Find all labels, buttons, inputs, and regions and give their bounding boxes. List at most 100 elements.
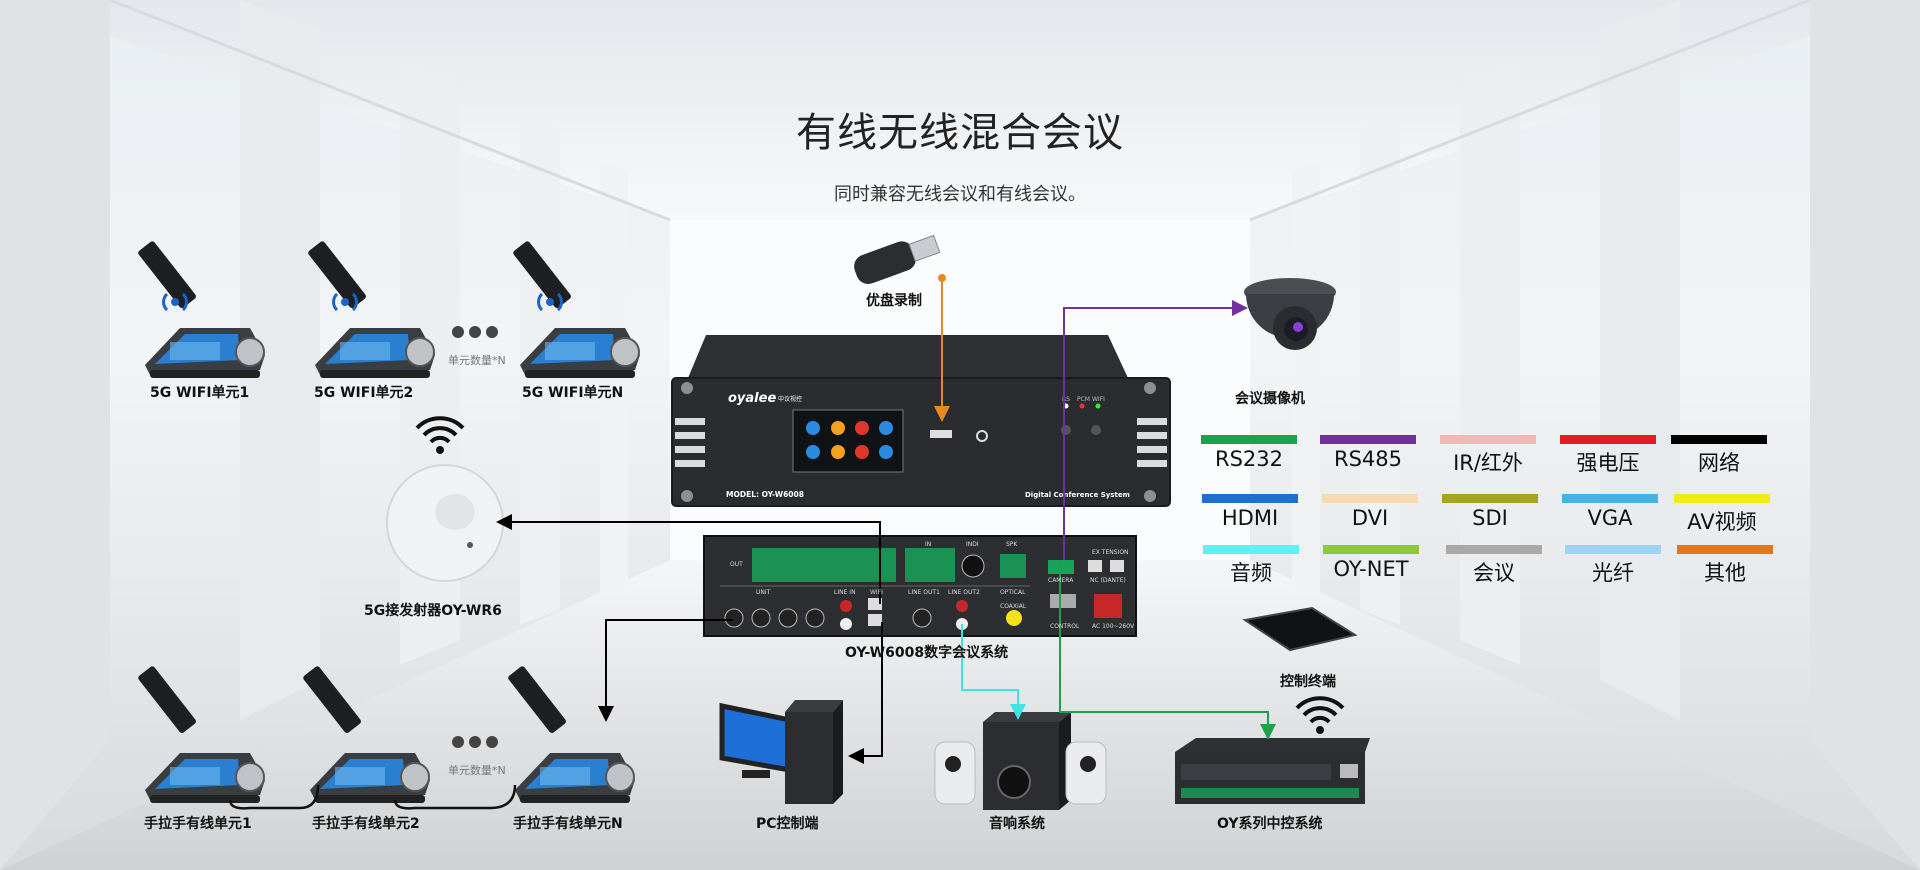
daisy-chain-cable xyxy=(228,784,517,810)
touchscreen-app-icons xyxy=(806,421,893,459)
pc-device xyxy=(719,700,843,804)
usb-stick-device xyxy=(854,234,941,285)
tagline-text: Digital Conference System xyxy=(1025,491,1130,499)
camera-device xyxy=(1244,278,1336,350)
front-led-rs: RS xyxy=(1062,396,1070,403)
legend-item-network: 网络 xyxy=(1671,435,1767,477)
label-transmitter: 5G接发射器OY-WR6 xyxy=(364,603,502,619)
brand-logo-text: oyalee xyxy=(728,391,776,406)
legend-swatch xyxy=(1320,435,1416,444)
legend-label: 音频 xyxy=(1230,561,1272,585)
conference-line-wired xyxy=(598,619,733,722)
wired-unit-1 xyxy=(136,664,266,804)
model-text: MODEL: OY-W6008 xyxy=(726,490,804,499)
legend-label: IR/红外 xyxy=(1453,451,1523,475)
label-wifi-unit-2: 5G WIFI单元2 xyxy=(314,385,414,401)
legend-item-vga: VGA xyxy=(1562,494,1658,530)
wifi-signal-icon xyxy=(1295,696,1345,736)
label-wired-unit-1: 手拉手有线单元1 xyxy=(144,816,252,832)
brand-sub-text: 中议视控 xyxy=(778,395,802,403)
legend-swatch xyxy=(1201,435,1297,444)
label-wifi-unit-n: 5G WIFI单元N xyxy=(522,385,624,401)
legend-item-rs485: RS485 xyxy=(1320,435,1416,471)
network-line-pc xyxy=(848,622,883,764)
wifi-unit-n xyxy=(511,239,641,379)
legend-label: OY-NET xyxy=(1333,557,1409,581)
legend-swatch xyxy=(1323,545,1419,554)
network-line-transmitter xyxy=(496,514,881,604)
wired-unit-2 xyxy=(301,664,431,804)
legend-swatch xyxy=(1677,545,1773,554)
diagram-title: 有线无线混合会议 xyxy=(796,110,1124,156)
legend-swatch xyxy=(1562,494,1658,503)
speaker-system-device xyxy=(934,712,1107,810)
legend-swatch xyxy=(1565,545,1661,554)
legend-item-rs232: RS232 xyxy=(1201,435,1297,471)
legend-label: VGA xyxy=(1587,506,1633,530)
wired-unit-n xyxy=(506,664,636,804)
legend-swatch xyxy=(1203,545,1299,554)
label-camera: 会议摄像机 xyxy=(1235,391,1305,407)
legend-item-ir: IR/红外 xyxy=(1440,435,1536,477)
main-unit-front: RS PCM WIFI oyalee 中议视控 MODEL: OY-W6008 … xyxy=(671,335,1171,507)
legend-item-sdi: SDI xyxy=(1442,494,1538,530)
label-central-control: OY系列中控系统 xyxy=(1217,816,1323,832)
legend-item-power: 强电压 xyxy=(1560,435,1656,477)
wifi-unit-1 xyxy=(136,239,266,379)
front-led-wifi: WIFI xyxy=(1092,396,1105,403)
central-control-device xyxy=(1175,738,1370,804)
rs232-line-central xyxy=(1059,560,1276,740)
legend-item-fiber: 光纤 xyxy=(1565,545,1661,587)
legend-swatch xyxy=(1674,494,1770,503)
label-wifi-unit-1: 5G WIFI单元1 xyxy=(150,385,250,401)
label-pc: PC控制端 xyxy=(756,816,819,832)
ellipsis-dots-bottom-icon xyxy=(452,736,498,748)
legend-label: AV视频 xyxy=(1687,510,1757,534)
legend-item-oynet: OY-NET xyxy=(1323,545,1419,581)
label-wired-unit-n: 手拉手有线单元N xyxy=(513,816,623,832)
label-usb: 优盘录制 xyxy=(866,293,922,309)
legend-swatch xyxy=(1671,435,1767,444)
legend-label: HDMI xyxy=(1221,506,1279,530)
label-unit-count-top: 单元数量*N xyxy=(448,354,506,367)
front-led-pcm: PCM xyxy=(1077,396,1090,403)
legend-swatch xyxy=(1440,435,1536,444)
legend-label: 网络 xyxy=(1698,451,1740,475)
wifi-signal-icon xyxy=(415,416,465,456)
legend-swatch xyxy=(1560,435,1656,444)
label-speakers: 音响系统 xyxy=(989,816,1045,832)
rs485-line-camera xyxy=(1063,300,1248,560)
label-tablet: 控制终端 xyxy=(1280,674,1336,690)
legend-swatch xyxy=(1442,494,1538,503)
legend-label: 强电压 xyxy=(1576,451,1640,475)
label-unit-count-bottom: 单元数量*N xyxy=(448,764,506,777)
legend-item-other: 其他 xyxy=(1677,545,1773,587)
transmitter-device xyxy=(386,464,504,582)
diagram-subtitle: 同时兼容无线会议和有线会议。 xyxy=(834,184,1086,205)
ellipsis-dots-top-icon xyxy=(452,326,498,338)
main-unit-rear xyxy=(703,535,1137,637)
legend-item-av: AV视频 xyxy=(1674,494,1770,536)
legend-label: 其他 xyxy=(1704,561,1746,585)
legend-label: 会议 xyxy=(1473,561,1515,585)
legend-label: SDI xyxy=(1472,506,1508,530)
legend-swatch xyxy=(1322,494,1418,503)
label-wired-unit-2: 手拉手有线单元2 xyxy=(312,816,420,832)
tablet-device xyxy=(1242,606,1358,652)
legend-label: RS485 xyxy=(1333,447,1402,471)
audio-line-speakers xyxy=(961,624,1026,720)
legend-swatch xyxy=(1202,494,1298,503)
legend-item-conference: 会议 xyxy=(1446,545,1542,587)
legend-item-audio: 音频 xyxy=(1203,545,1299,587)
legend-label: RS232 xyxy=(1214,447,1283,471)
legend-item-dvi: DVI xyxy=(1322,494,1418,530)
wifi-unit-2 xyxy=(306,239,436,379)
legend-label: DVI xyxy=(1351,506,1389,530)
label-main-system: OY-W6008数字会议系统 xyxy=(845,645,1009,661)
legend-label: 光纤 xyxy=(1592,561,1634,585)
legend-item-hdmi: HDMI xyxy=(1202,494,1298,530)
legend-swatch xyxy=(1446,545,1542,554)
